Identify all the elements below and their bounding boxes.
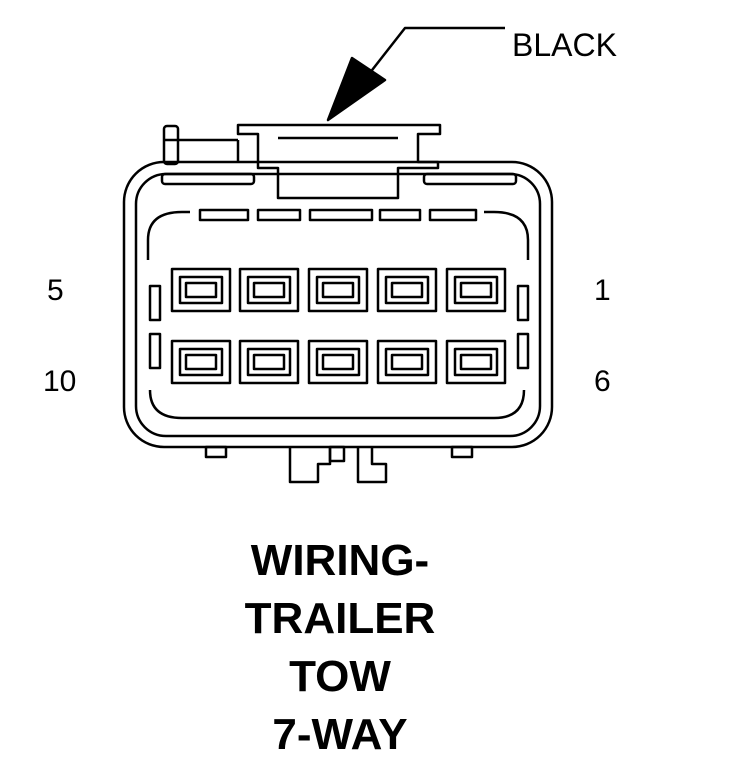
terminal-9 [238, 339, 300, 385]
leader-arrow [326, 26, 505, 122]
terminal-8 [307, 339, 369, 385]
terminal-row-top [170, 267, 507, 313]
caption-line-3: TOW [289, 652, 391, 701]
connector-bottom-tabs [204, 445, 474, 484]
terminal-5 [170, 267, 232, 313]
connector-housing [122, 160, 554, 449]
terminal-4 [238, 267, 300, 313]
caption-line-2: TRAILER [244, 594, 436, 643]
terminal-3 [307, 267, 369, 313]
housing-color-label: BLACK [512, 27, 617, 63]
terminal-2 [376, 267, 438, 313]
pin-label-1: 1 [594, 274, 611, 307]
pin-label-6: 6 [594, 365, 611, 398]
terminal-1 [445, 267, 507, 313]
diagram-caption: WIRING- TRAILER TOW 7-WAY [0, 532, 680, 764]
pin-cavity [146, 208, 530, 420]
pin-label-5: 5 [47, 274, 64, 307]
pin-label-10: 10 [43, 365, 77, 398]
terminal-6 [445, 339, 507, 385]
caption-line-4: 7-WAY [272, 710, 408, 759]
caption-line-1: WIRING- [250, 536, 430, 585]
terminal-10 [170, 339, 232, 385]
terminal-row-bottom [170, 339, 507, 385]
terminal-7 [376, 339, 438, 385]
connector-latch [162, 123, 442, 200]
